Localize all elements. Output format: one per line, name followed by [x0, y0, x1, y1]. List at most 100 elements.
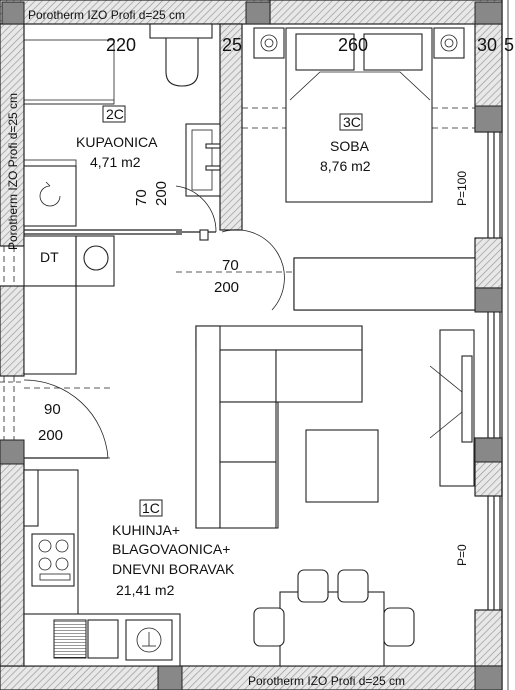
toilet-tank: [149, 23, 213, 39]
right-wall-mid: [474, 237, 503, 289]
tv: [461, 355, 473, 443]
lamp-left-inner: [264, 38, 274, 48]
bath-door-stop: [199, 229, 209, 241]
tap-2: [205, 165, 221, 171]
left-wall-label: Porotherm IZO Profi d=25 cm: [6, 93, 20, 250]
burner-4: [55, 557, 69, 571]
tap-1: [205, 143, 221, 149]
entry-door-height: 200: [38, 427, 63, 444]
bedroom-tag-box: [339, 113, 363, 131]
sofa-back-top: [195, 325, 363, 351]
right-wall-bottom: [474, 609, 503, 667]
burner-3: [38, 557, 52, 571]
living-name-1: KUHINJA+: [112, 522, 180, 538]
dining-table: [279, 591, 385, 667]
sofa-seat-2: [275, 349, 363, 403]
living-area: 21,41 m2: [116, 582, 175, 598]
pillow-right: [363, 33, 423, 71]
chair-top-left: [297, 569, 329, 603]
window-bottom-sill: P=0: [455, 544, 469, 566]
living-name-3: DNEVNI BORAVAK: [112, 561, 235, 577]
bottom-wall-label: Porotherm IZO Profi d=25 cm: [248, 674, 405, 688]
dim-5: 5: [504, 35, 514, 55]
bath-name: KUPAONICA: [76, 134, 158, 150]
pillar-11: [474, 665, 503, 690]
hob: [31, 533, 75, 587]
left-wall-lower: [0, 459, 25, 667]
lamp-left: [260, 34, 278, 52]
bath-area: 4,71 m2: [90, 154, 141, 170]
top-wall-right: [269, 0, 503, 25]
room-door-arc: [221, 229, 285, 311]
pillow-left: [295, 33, 355, 71]
dryer-label: DT: [40, 249, 59, 265]
living-tag: 1C: [142, 500, 160, 516]
dim-30: 30: [477, 35, 497, 55]
pillar-7: [474, 287, 503, 313]
top-wall-label: Porotherm IZO Profi d=25 cm: [28, 8, 185, 22]
pillar-6: [474, 105, 503, 133]
wm-tick: [45, 181, 51, 187]
lamp-right: [440, 34, 458, 52]
nightstand-right: [433, 27, 465, 59]
room-door-width: 70: [222, 257, 239, 274]
living-tag-box: [139, 499, 163, 517]
fridge: [23, 469, 39, 527]
sofa-seat-1: [219, 349, 277, 403]
bottom-wall-left: [0, 665, 181, 690]
chair-top-right: [337, 569, 369, 603]
living-name-2: BLAGOVAONICA+: [112, 541, 230, 557]
washbasin: [185, 123, 221, 197]
tv-line-1: [429, 365, 463, 393]
coffee-table: [305, 429, 379, 503]
storage-unit: [23, 285, 77, 375]
boiler-circle: [83, 245, 109, 271]
left-wall-mid: [0, 285, 25, 377]
bath-tag-box: [102, 105, 126, 123]
room-door-height: 200: [214, 279, 239, 296]
nightstand-left: [253, 27, 285, 59]
entry-door-arc: [23, 379, 109, 459]
pillar-2: [245, 1, 271, 25]
bath-door-height: 200: [153, 181, 170, 206]
washing-machine-symbol: [39, 185, 61, 207]
pillar-9: [0, 439, 25, 465]
shower-area: [23, 39, 115, 105]
toilet-bowl: [165, 37, 199, 87]
dim-260: 260: [338, 35, 368, 55]
sink-bowl-small: [87, 619, 119, 659]
bath-door-width: 70: [133, 189, 150, 206]
bedroom-area: 8,76 m2: [320, 158, 371, 174]
bottom-wall: [179, 665, 503, 690]
bath-door-arc: [175, 185, 217, 233]
washbasin-inner: [191, 129, 213, 191]
chair-right: [383, 607, 415, 647]
hob-controls: [39, 573, 71, 581]
pillar-8: [474, 437, 503, 463]
bedroom-wardrobe: [293, 257, 476, 311]
bedroom-name: SOBA: [330, 138, 370, 154]
dim-25: 25: [222, 35, 242, 55]
sink-drain: [136, 627, 162, 653]
sofa-seat-3: [219, 401, 277, 463]
bath-tag: 2C: [106, 106, 124, 122]
chair-left: [253, 607, 285, 647]
bath-cabinet: [23, 165, 77, 227]
bed-blanket: [289, 71, 431, 101]
pillar-1: [1, 1, 25, 25]
bath-cabinet-top: [23, 159, 77, 167]
tv-line-2: [429, 411, 463, 439]
dish-drainer: [53, 619, 87, 659]
bedroom-tag: 3C: [343, 114, 361, 130]
pillar-10: [157, 665, 183, 690]
window-top-sill: P=100: [455, 171, 469, 206]
entry-door-width: 90: [44, 401, 61, 418]
burner-2: [55, 539, 69, 553]
pillar-3: [474, 1, 503, 25]
sofa-back-left: [195, 325, 221, 529]
lamp-right-inner: [444, 38, 454, 48]
dim-220: 220: [106, 35, 136, 55]
sofa-seat-4: [219, 461, 277, 529]
burner-1: [38, 539, 52, 553]
